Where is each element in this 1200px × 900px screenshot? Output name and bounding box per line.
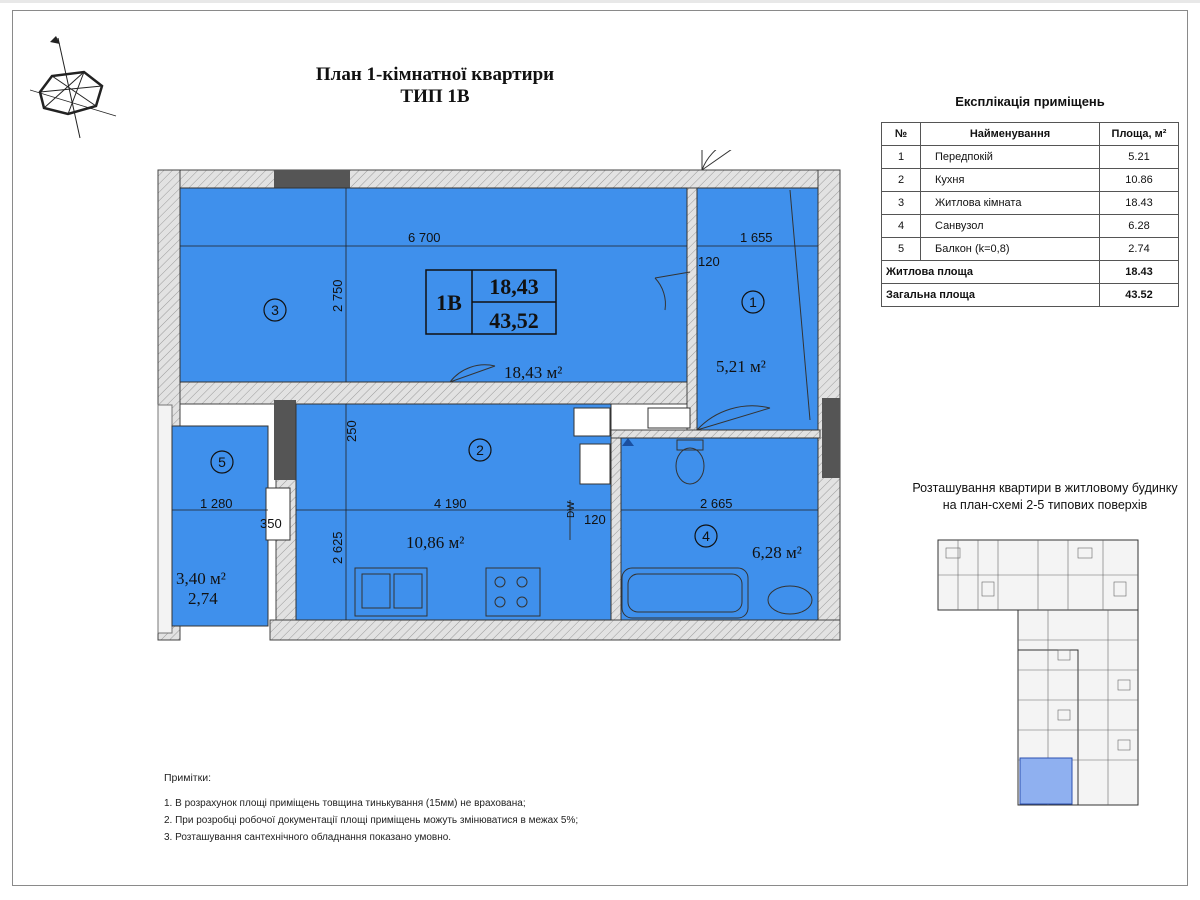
total-area-label: Загальна площа: [881, 283, 1100, 307]
boiler-icon: [573, 407, 611, 437]
row-area: 2.74: [1099, 237, 1179, 261]
room-area-2: 10,86 м²: [406, 533, 464, 552]
row-area: 5.21: [1099, 145, 1179, 169]
room-area-5-balcony: 2,74: [188, 589, 218, 608]
entry-door-icon: [701, 150, 732, 171]
row-name: Кухня: [920, 168, 1100, 192]
total-area-row: Загальна площа 43.52: [881, 283, 1179, 307]
room-num-2: 2: [476, 442, 484, 458]
building-mini-plan: [937, 539, 1139, 806]
header-num: №: [881, 122, 921, 146]
dw-label: DW: [566, 501, 577, 518]
bathtub-icon: [621, 567, 749, 619]
table-header-row: № Найменування Площа, м²: [881, 122, 1179, 146]
type-living-area: 18,43: [489, 274, 539, 299]
dim-120-top: 120: [698, 254, 720, 269]
row-area: 18.43: [1099, 191, 1179, 215]
plan-title: План 1-кімнатної квартири ТИП 1В: [230, 64, 640, 108]
note-item: 1. В розрахунок площі приміщень товщина …: [164, 798, 526, 809]
fixtures: [265, 407, 813, 619]
row-num: 3: [881, 191, 921, 215]
explication-table: № Найменування Площа, м² 1 Передпокій 5.…: [881, 122, 1179, 307]
room-2: [295, 403, 612, 621]
room-1: [696, 187, 819, 431]
notes: Примітки: 1. В розрахунок площі приміщен…: [164, 770, 578, 846]
row-name: Балкон (k=0,8): [920, 237, 1100, 261]
row-num: 5: [881, 237, 921, 261]
room-num-1: 1: [749, 294, 757, 310]
row-name: Житлова кімната: [920, 191, 1100, 215]
dim-1280: 1 280: [200, 496, 233, 511]
plan-title-line1: План 1-кімнатної квартири: [315, 64, 555, 85]
type-box: 1В 18,43 43,52: [425, 269, 557, 335]
room-area-1: 5,21 м²: [716, 357, 766, 376]
row-name: Санвузол: [920, 214, 1100, 238]
room-area-3: 18,43 м²: [504, 363, 562, 382]
row-area: 10.86: [1099, 168, 1179, 192]
header-area: Площа, м²: [1099, 122, 1179, 146]
living-area-value: 18.43: [1099, 260, 1179, 284]
living-area-row: Житлова площа 18.43: [881, 260, 1179, 284]
room-num-3: 3: [271, 302, 279, 318]
doors: [449, 150, 811, 431]
dim-2625: 2 625: [330, 531, 345, 564]
kitchen-sink-icon: [354, 567, 428, 617]
room-num-5: 5: [218, 454, 226, 470]
table-row: 1 Передпокій 5.21: [881, 145, 1179, 169]
notes-heading: Примітки:: [164, 772, 211, 784]
rooms: [171, 187, 819, 627]
dim-1655: 1 655: [740, 230, 773, 245]
compass-icon: [30, 36, 117, 139]
header-name: Найменування: [920, 122, 1100, 146]
table-row: 4 Санвузол 6.28: [881, 214, 1179, 238]
room-num-4: 4: [702, 528, 710, 544]
dim-2750: 2 750: [330, 279, 345, 312]
washbasin-icon: [767, 585, 813, 615]
plan-title-line2: ТИП 1В: [400, 86, 470, 107]
dimension-lines: [172, 188, 818, 620]
dim-120-bottom: 120: [584, 512, 606, 527]
type-code: 1В: [436, 290, 462, 315]
table-row: 2 Кухня 10.86: [881, 168, 1179, 192]
dim-350: 350: [260, 516, 282, 531]
dim-250: 250: [344, 420, 359, 442]
explication-title: Експлікація приміщень: [955, 94, 1105, 109]
row-num: 1: [881, 145, 921, 169]
row-num: 2: [881, 168, 921, 192]
toilet-icon: [675, 447, 705, 485]
stove-icon: [485, 567, 541, 617]
dim-2665: 2 665: [700, 496, 733, 511]
location-caption-line1: Розташування квартири в житловому будинк…: [912, 481, 1178, 495]
floor-plan: 6 700 1 655 120 2 750 250 1 280 4 190 2 …: [157, 150, 841, 641]
type-total-area: 43,52: [489, 308, 539, 333]
table-row: 5 Балкон (k=0,8) 2.74: [881, 237, 1179, 261]
row-area: 6.28: [1099, 214, 1179, 238]
dim-4190: 4 190: [434, 496, 467, 511]
table-row: 3 Житлова кімната 18.43: [881, 191, 1179, 215]
apartment-location-marker: [1019, 757, 1073, 805]
room-area-4: 6,28 м²: [752, 543, 802, 562]
room-area-5: 3,40 м²: [176, 569, 226, 588]
note-item: 3. Розташування сантехнічного обладнання…: [164, 832, 452, 843]
top-edge: [0, 0, 1200, 3]
note-item: 2. При розробці робочої документації пло…: [164, 815, 579, 826]
sheet-frame: [12, 10, 1188, 886]
row-num: 4: [881, 214, 921, 238]
location-caption-line2: на план-схемі 2-5 типових поверхів: [942, 498, 1148, 512]
location-caption: Розташування квартири в житловому будинк…: [890, 480, 1200, 514]
living-area-label: Житлова площа: [881, 260, 1100, 284]
total-area-value: 43.52: [1099, 283, 1179, 307]
dim-6700: 6 700: [408, 230, 441, 245]
row-name: Передпокій: [920, 145, 1100, 169]
room-3: [179, 187, 688, 383]
room-4: [620, 437, 819, 621]
room-5: [171, 425, 269, 627]
